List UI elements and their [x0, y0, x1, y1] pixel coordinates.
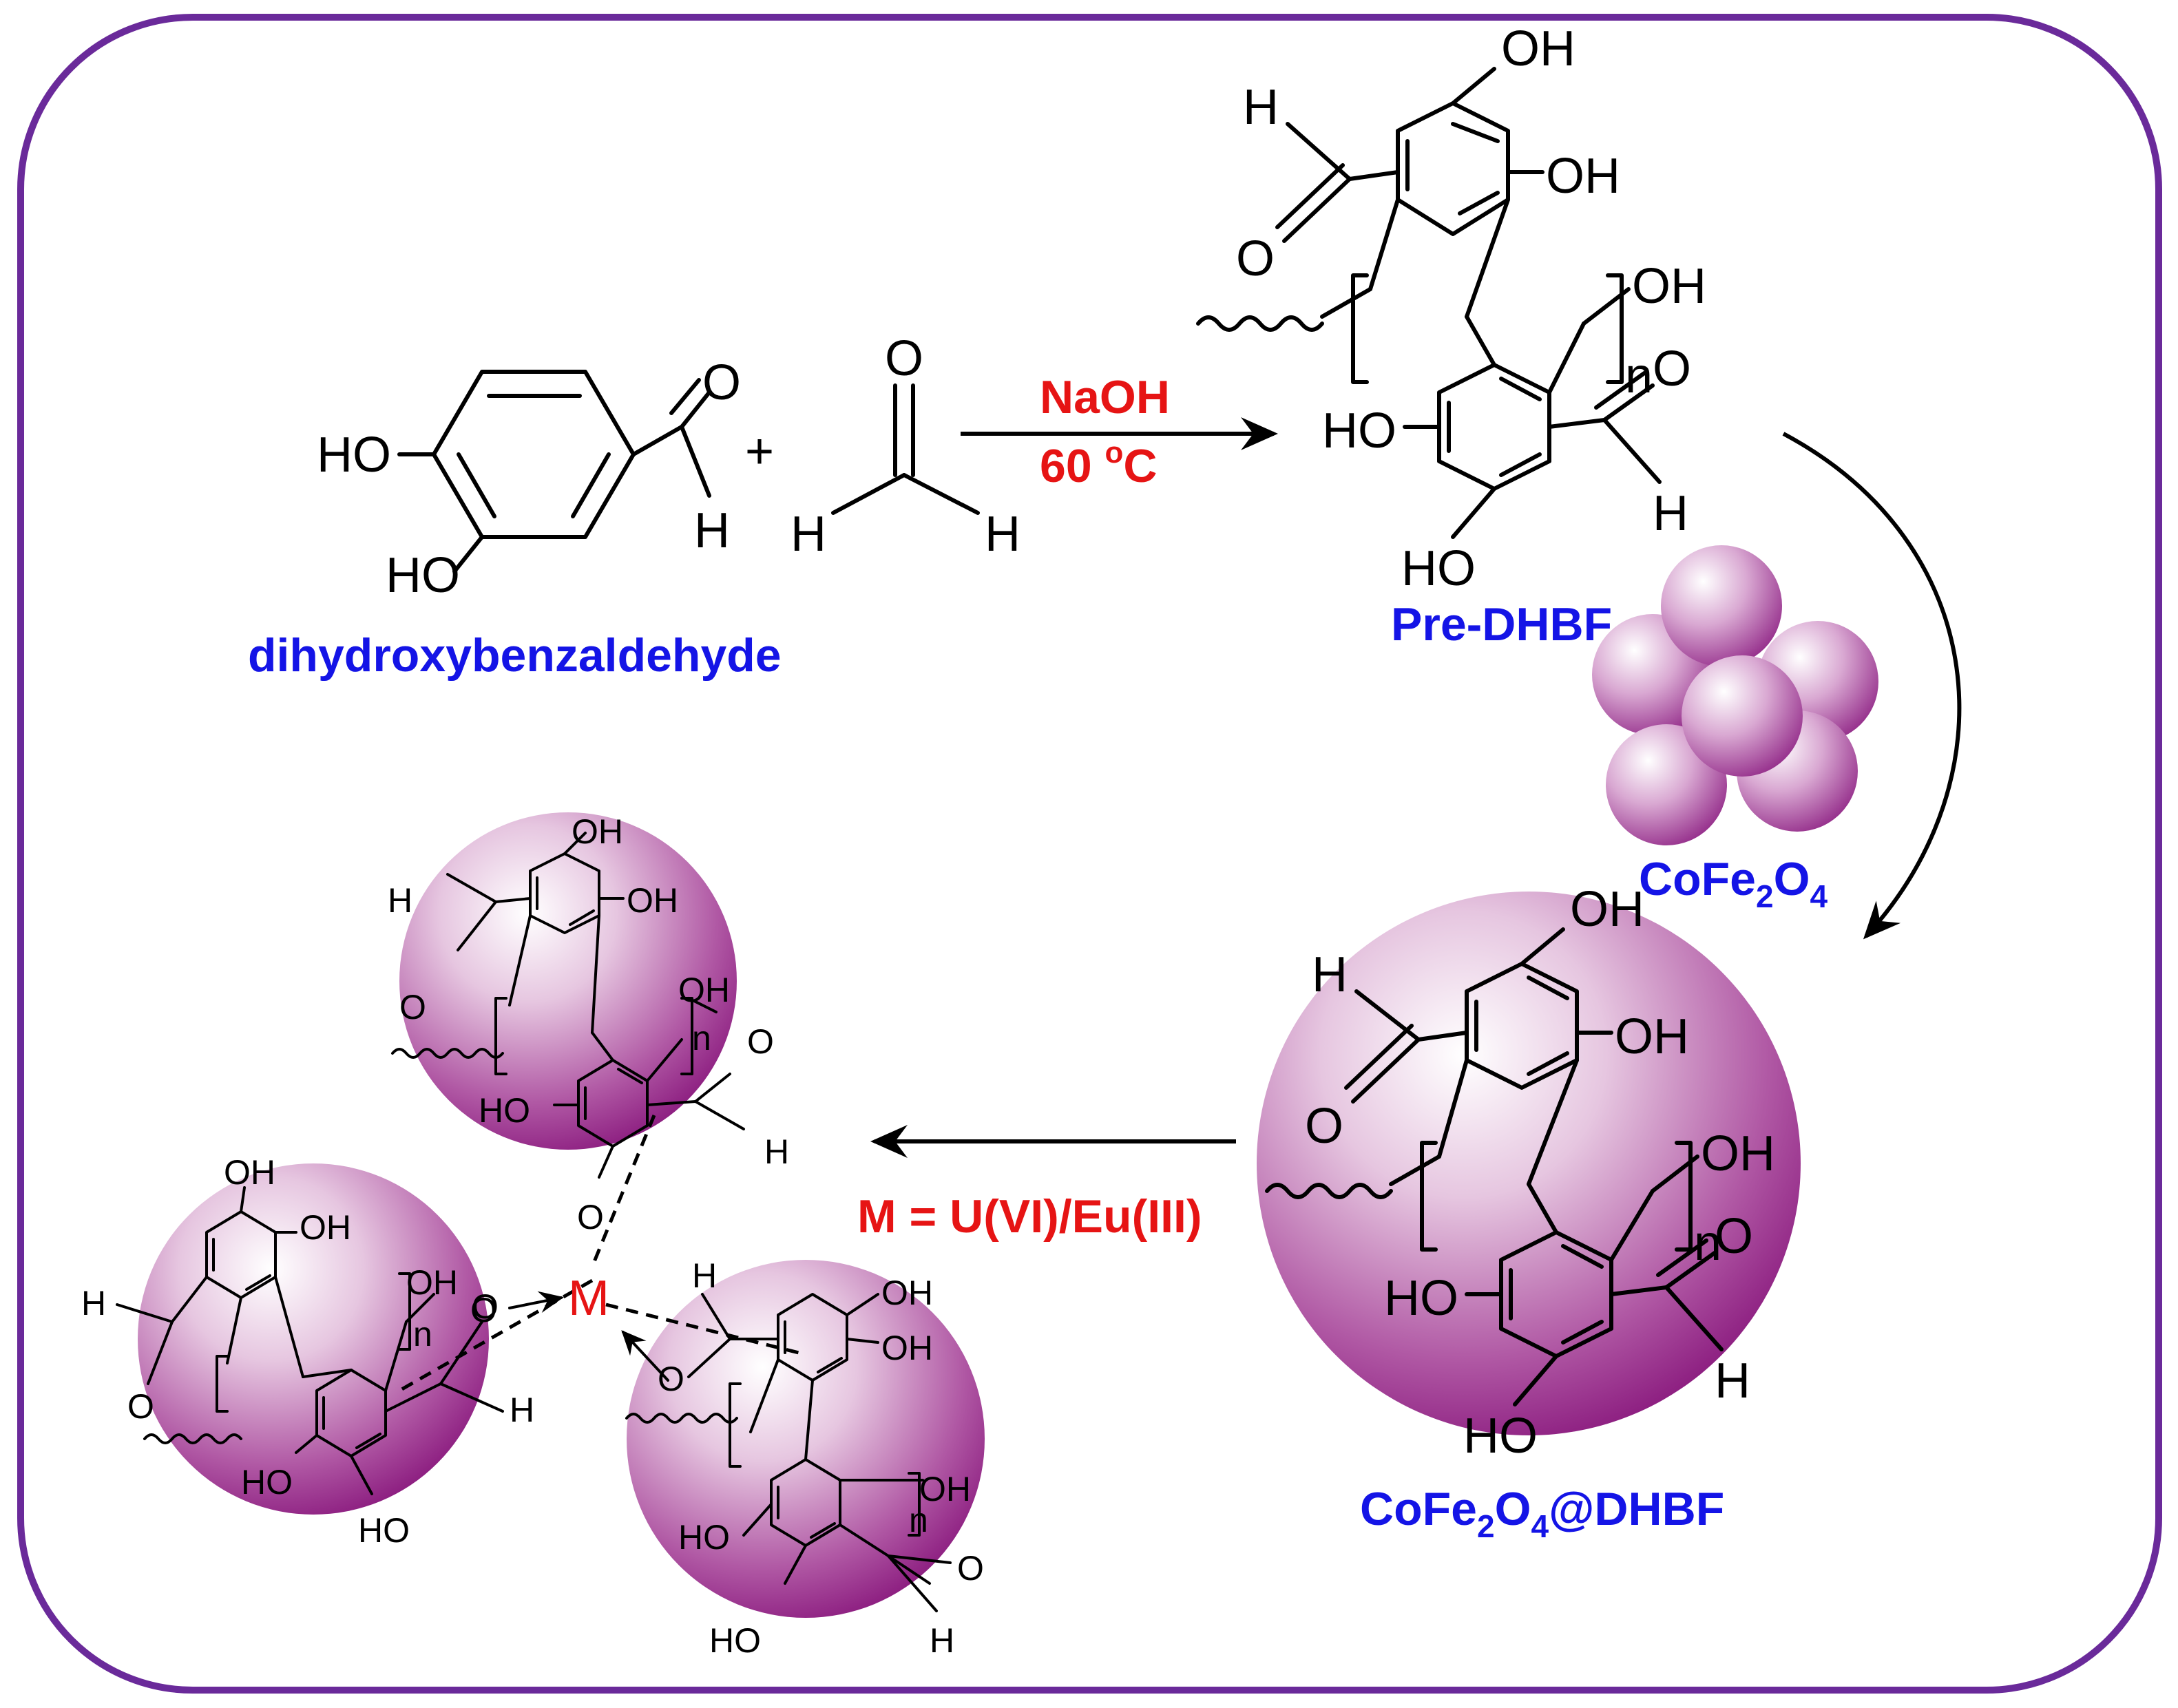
top-oh-3: OH: [678, 971, 730, 1009]
composite-structure: OH OH OH H O n HO HO O H: [1265, 882, 1775, 1464]
predhbf-oh-1: OH: [1501, 21, 1575, 76]
complex-structure-top: OH OH OH H O n HO O H: [388, 812, 789, 1179]
complex-sphere-left: [138, 1163, 489, 1515]
left-h-1: H: [81, 1284, 106, 1322]
formaldehyde-h-left: H: [790, 507, 826, 562]
top-ho-1: HO: [479, 1091, 530, 1130]
top-o-2: O: [747, 1022, 774, 1061]
bottom-n: n: [909, 1501, 928, 1539]
formaldehyde-structure: O H H: [790, 331, 1020, 562]
predhbf-n: n: [1625, 348, 1653, 403]
complex-sphere-bottom: [627, 1260, 985, 1618]
dhba-o: O: [702, 355, 741, 410]
bottom-oh-3: OH: [919, 1470, 971, 1508]
pre-dhbf-structure: OH OH OH H O n HO HO O H: [1196, 21, 1706, 596]
composite-n: n: [1694, 1216, 1721, 1271]
cofe2o4-cluster: [1592, 545, 1878, 845]
predhbf-o-1: O: [1236, 231, 1275, 286]
predhbf-o-2: O: [1653, 341, 1691, 397]
frame-border: [17, 14, 2162, 1694]
formaldehyde-h-right: H: [985, 507, 1020, 562]
predhbf-h-2: H: [1653, 486, 1688, 541]
predhbf-ho-1: HO: [1322, 403, 1396, 458]
metal-coordination: O O M: [398, 1115, 799, 1393]
bottom-ho-1: HO: [678, 1518, 730, 1557]
composite-o-2: O: [1715, 1209, 1753, 1264]
left-n: n: [413, 1315, 432, 1353]
left-ho-2: HO: [358, 1511, 410, 1550]
composite-sphere: [1257, 892, 1801, 1435]
predhbf-label: Pre-DHBF: [1391, 598, 1612, 651]
composite-ho-1: HO: [1384, 1271, 1458, 1326]
bottom-oh-1: OH: [881, 1274, 933, 1312]
condition-reagent: NaOH: [1040, 371, 1170, 423]
condition-temperature: 60 oC: [1040, 436, 1158, 492]
top-h-2: H: [764, 1132, 789, 1171]
dhba-label: dihydroxybenzaldehyde: [248, 629, 782, 682]
predhbf-ho-2: HO: [1401, 541, 1476, 596]
predhbf-oh-2: OH: [1546, 149, 1620, 204]
composite-ho-2: HO: [1463, 1409, 1538, 1464]
top-o-1: O: [399, 988, 426, 1026]
predhbf-oh-3: OH: [1632, 259, 1706, 314]
composite-oh-3: OH: [1701, 1126, 1775, 1181]
composite-h-1: H: [1312, 947, 1348, 1002]
composite-oh-1: OH: [1570, 882, 1644, 937]
composite-h-2: H: [1715, 1353, 1750, 1409]
top-h-1: H: [388, 881, 412, 920]
left-oh-1: OH: [224, 1153, 275, 1192]
predhbf-h-1: H: [1243, 80, 1279, 135]
top-n: n: [692, 1019, 711, 1057]
metal-label: M = U(VI)/Eu(III): [857, 1190, 1202, 1243]
complex-sphere-top: [399, 812, 737, 1150]
bottom-ho-2: HO: [709, 1621, 761, 1660]
composite-oh-2: OH: [1615, 1009, 1689, 1064]
complex-structure-bottom: OH OH OH H O n HO O HO H: [625, 1256, 984, 1660]
left-o-1: O: [127, 1387, 154, 1426]
composite-label: CoFe2O4@DHBF: [1360, 1483, 1724, 1544]
left-h-2: H: [510, 1391, 534, 1429]
complex-structure-left: OH OH OH H O n O HO HO H: [81, 1153, 534, 1550]
plus-sign: +: [745, 424, 774, 479]
top-oh-2: OH: [627, 881, 678, 920]
bottom-h-2: H: [930, 1621, 954, 1660]
ligand-o-left: O: [470, 1291, 497, 1329]
dhba-ho-bottom: HO: [386, 548, 460, 603]
curved-arrow: [1782, 432, 1962, 940]
dhba-h: H: [694, 503, 730, 558]
top-oh-1: OH: [572, 812, 623, 851]
dhba-ho-top: HO: [317, 428, 391, 483]
dihydroxybenzaldehyde-structure: HO HO O H: [317, 355, 741, 603]
cofe2o4-label: CoFe2O4: [1639, 853, 1828, 914]
metal-m: M: [568, 1271, 609, 1326]
left-o-2: O: [472, 1287, 499, 1326]
left-oh-3: OH: [406, 1263, 458, 1302]
formaldehyde-o: O: [885, 331, 923, 386]
bottom-h-1: H: [692, 1256, 717, 1295]
bottom-o-2: O: [957, 1549, 984, 1588]
composite-o-1: O: [1305, 1099, 1343, 1154]
bottom-oh-2: OH: [881, 1329, 933, 1367]
left-oh-2: OH: [300, 1208, 351, 1247]
ligand-o-top: O: [577, 1198, 604, 1236]
bottom-o-1: O: [658, 1360, 684, 1398]
left-ho-1: HO: [241, 1463, 293, 1501]
